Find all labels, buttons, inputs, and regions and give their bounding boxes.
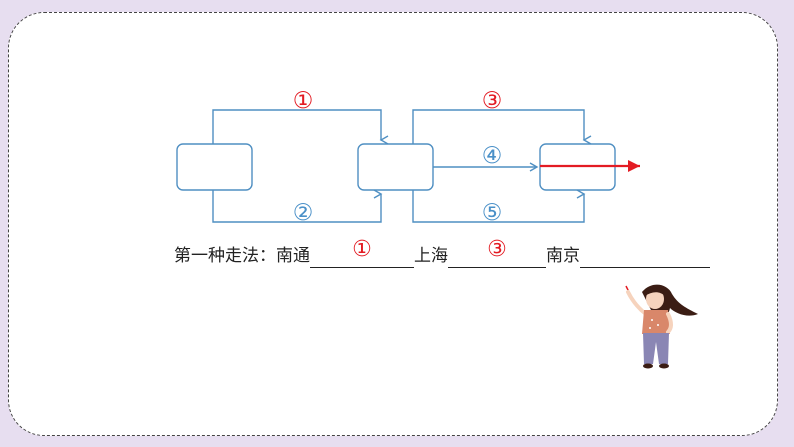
route-1-label: ① (293, 88, 314, 114)
sentence-city-shanghai: 上海 (414, 246, 448, 266)
answer-1: ① (352, 237, 372, 262)
route-3-line (412, 109, 592, 145)
answer-2: ③ (487, 237, 507, 262)
route-5-line (412, 189, 586, 223)
route-3-label: ③ (482, 88, 503, 114)
answer-blank-3[interactable] (580, 246, 710, 268)
sentence-prefix: 第一种走法：南通 (174, 246, 310, 266)
route-2-label: ② (293, 200, 314, 226)
city-box-left (176, 143, 253, 191)
route-5-label: ⑤ (482, 200, 503, 226)
route-4-label: ④ (482, 143, 503, 169)
route-1-line (212, 109, 389, 145)
route-sentence: 第一种走法：南通 ① 上海 ③ 南京 (174, 238, 710, 268)
city-box-middle (357, 143, 434, 191)
answer-blank-2[interactable]: ③ (448, 238, 546, 268)
girl-pointing-illustration (625, 284, 698, 369)
answer-blank-1[interactable]: ① (310, 238, 414, 268)
route-2-line (212, 189, 383, 223)
sentence-city-nanjing: 南京 (546, 246, 580, 266)
